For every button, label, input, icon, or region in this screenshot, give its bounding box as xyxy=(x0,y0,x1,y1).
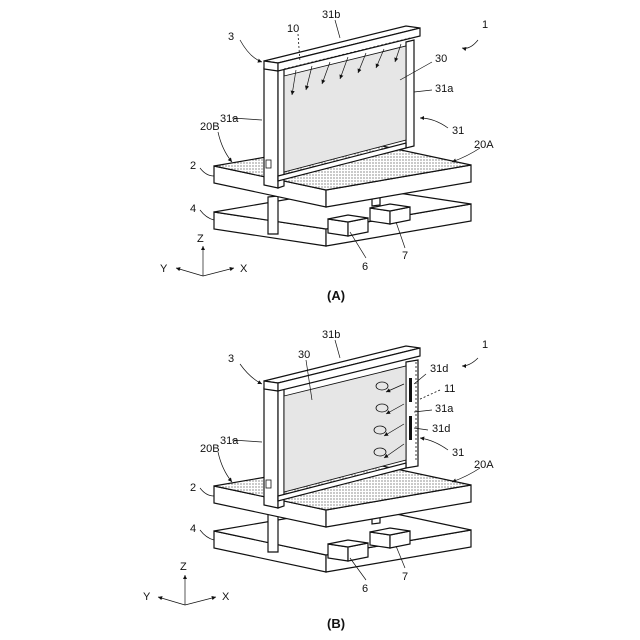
label-frame-top: 31b xyxy=(322,9,340,21)
axis-y-label: Y xyxy=(160,263,168,275)
axis-x-label: X xyxy=(222,591,230,603)
block-6 xyxy=(328,215,368,236)
axis-x-label: X xyxy=(240,263,248,275)
label-block-right: 7 xyxy=(402,571,408,583)
label-surface-a: 20A xyxy=(474,459,494,471)
label-frame-side-right: 31a xyxy=(435,403,454,415)
label-surface-b: 20B xyxy=(200,443,220,455)
slot-lower xyxy=(409,416,412,440)
block-7 xyxy=(370,528,410,548)
axis-z-label: Z xyxy=(180,561,187,573)
block-7 xyxy=(370,204,410,224)
label-frame: 31 xyxy=(452,125,464,137)
label-panel: 30 xyxy=(298,349,310,361)
label-panel: 30 xyxy=(435,53,447,65)
label-frame-side-left: 31a xyxy=(220,435,239,447)
label-frame-assembly: 3 xyxy=(228,353,234,365)
axes-a: Z Y X xyxy=(160,233,248,276)
label-lower-plate: 4 xyxy=(190,523,196,535)
label-block-left: 6 xyxy=(362,261,368,273)
caption-b: (B) xyxy=(327,616,345,631)
caption-a: (A) xyxy=(327,288,345,303)
label-slot-lower: 31d xyxy=(432,423,450,435)
axis-z-label: Z xyxy=(197,233,204,245)
axis-y-label: Y xyxy=(143,591,151,603)
label-frame-side-right: 31a xyxy=(435,83,454,95)
label-block-right: 7 xyxy=(402,250,408,262)
label-upper-plate: 2 xyxy=(190,482,196,494)
figure-b: 1 31b 3 30 31d 11 31a 31d 31 31a 20B 20A… xyxy=(143,329,494,631)
label-frame: 31 xyxy=(452,447,464,459)
label-device: 1 xyxy=(482,19,488,31)
axes-b: Z Y X xyxy=(143,561,230,605)
label-light-source: 11 xyxy=(444,383,455,395)
label-device: 1 xyxy=(482,339,488,351)
label-surface-a: 20A xyxy=(474,139,494,151)
label-upper-plate: 2 xyxy=(190,160,196,172)
label-block-left: 6 xyxy=(362,583,368,595)
label-slot-upper: 31d xyxy=(430,363,448,375)
figure-a: 1 31b 10 3 30 31a 31a 31 20B 20A 2 4 6 7… xyxy=(160,9,494,303)
label-light-source: 10 xyxy=(287,23,299,35)
label-frame-side-left: 31a xyxy=(220,113,239,125)
label-surface-b: 20B xyxy=(200,121,220,133)
slot-upper xyxy=(409,378,412,402)
label-frame-top: 31b xyxy=(322,329,340,341)
label-frame-assembly: 3 xyxy=(228,31,234,43)
label-lower-plate: 4 xyxy=(190,203,196,215)
block-6 xyxy=(328,540,368,561)
